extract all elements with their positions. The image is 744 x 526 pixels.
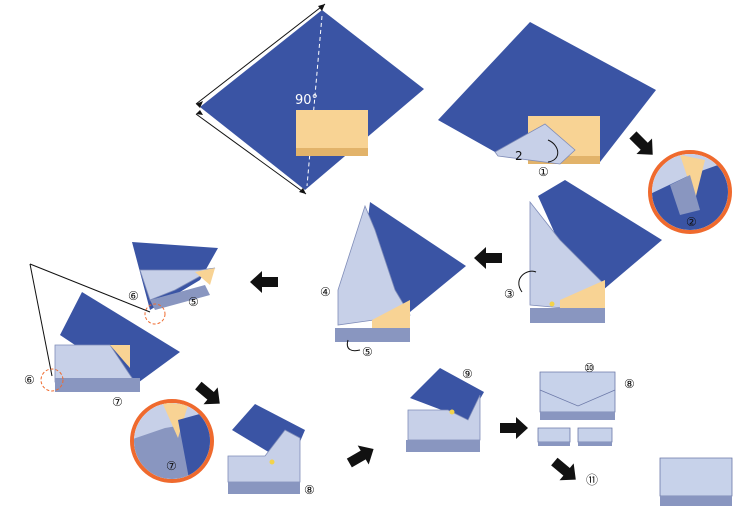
- box-top: [560, 280, 605, 315]
- step-8-label: ⑧: [304, 483, 315, 497]
- step-8-label: ⑧: [624, 377, 635, 391]
- box-side: [335, 328, 410, 342]
- box-side: [228, 482, 300, 494]
- step-9-label: ⑨: [462, 367, 473, 381]
- callout-step-7: ⑦: [130, 399, 214, 483]
- wrapping-paper: [200, 10, 424, 190]
- step-2-label: ②: [686, 215, 697, 229]
- box-side: [406, 440, 480, 452]
- leader-lines: [29, 263, 151, 377]
- box-top-grey: [659, 457, 733, 497]
- box-side: [530, 308, 605, 323]
- box-end-right: [577, 427, 613, 443]
- diagonal-guide-line: [306, 15, 323, 187]
- arrow-icon: [195, 381, 220, 405]
- step-3-label: ③: [504, 287, 515, 301]
- step-i-finished-top: ⑩ ⑧: [537, 361, 635, 446]
- arrow-icon: [474, 247, 502, 269]
- box-side-grey: [660, 496, 732, 506]
- measure-arrowhead: [299, 188, 306, 194]
- step-10-label: ⑩: [584, 361, 595, 375]
- step-c-side-fold: ③: [504, 180, 662, 323]
- final-wrapped-box: [659, 457, 733, 506]
- wrapping-paper: [538, 180, 662, 290]
- box-top: [195, 268, 215, 285]
- step-h-top-fold: ⑨: [406, 367, 484, 452]
- angle-label: 90°: [295, 93, 318, 108]
- wrapping-paper: [438, 22, 656, 162]
- box-end-left: [537, 427, 571, 443]
- wrapping-paper: [410, 368, 484, 420]
- fold-arrow-icon: [518, 270, 537, 293]
- box-side-grey: [540, 412, 615, 420]
- step-a-paper-with-box: 90°: [195, 3, 424, 195]
- step-1-label: ①: [538, 165, 549, 179]
- step-5-label: ⑤: [188, 295, 199, 309]
- step-6-label: ⑥: [128, 289, 139, 303]
- measure-line-top: [195, 3, 326, 105]
- fold-count-label: 2: [515, 149, 523, 163]
- arrow-icon: [629, 131, 653, 155]
- step-11-label: ⑪: [586, 473, 598, 487]
- arrow-icon: [346, 445, 374, 468]
- step-6-label: ⑥: [24, 373, 35, 387]
- measure-arrowhead: [196, 101, 203, 108]
- box-end-right-side: [578, 442, 612, 446]
- step-4-label: ④: [320, 285, 331, 299]
- step-b-first-fold: 2 ①: [438, 22, 656, 179]
- wrapping-paper: [60, 292, 180, 385]
- marker-dot: [449, 409, 455, 415]
- callout-step-2: ②: [648, 150, 732, 234]
- arrow-icon: [250, 271, 278, 293]
- marker-dot: [269, 459, 275, 465]
- step-f-folded-box: ⑥ ⑦: [24, 292, 180, 409]
- arrow-icon: [500, 417, 528, 439]
- dashed-circle-icon: [144, 303, 166, 325]
- fold-arrow-icon: [346, 339, 361, 352]
- step-d-second-fold: ④ ⑤: [320, 202, 466, 359]
- folded-paper: [337, 204, 411, 326]
- step-7-label: ⑦: [112, 395, 123, 409]
- box-top: [372, 300, 410, 334]
- measure-arrowhead: [196, 110, 203, 115]
- marker-dot: [549, 301, 555, 307]
- folded-paper: [139, 267, 216, 301]
- box-side-grey: [150, 285, 210, 310]
- step-7-label: ⑦: [166, 459, 177, 473]
- arrow-icon: [551, 457, 576, 481]
- box-end-left-side: [538, 442, 570, 446]
- dashed-circle-icon: [40, 368, 64, 392]
- box-top: [110, 345, 130, 368]
- folded-flap: [494, 123, 576, 165]
- step-e-corner-detail: ⑥ ⑤: [128, 242, 218, 325]
- step-g-folded-box: ⑧: [227, 404, 315, 497]
- measure-line-bottom: [195, 113, 307, 195]
- box-side: [296, 148, 368, 156]
- fold-line: [539, 389, 616, 407]
- box-top: [296, 110, 368, 148]
- measure-arrowhead: [318, 4, 325, 11]
- box-side: [55, 378, 140, 392]
- step-5-label: ⑤: [362, 345, 373, 359]
- fold-arrow-icon: [547, 139, 559, 163]
